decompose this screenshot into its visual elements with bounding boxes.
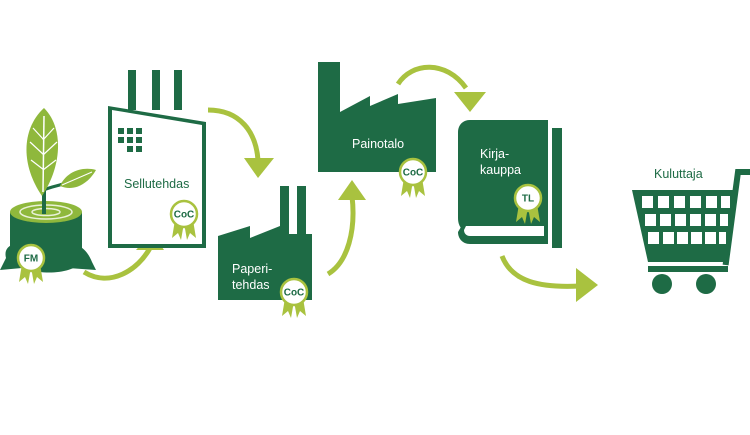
fm-badge-label: FM <box>24 254 38 265</box>
bookstore-label-line2: kauppa <box>480 163 521 177</box>
consumer-stage: Kuluttaja <box>632 167 750 294</box>
fm-badge: FM <box>16 243 46 286</box>
tree-stump-icon <box>0 108 96 273</box>
pulp-mill-label: Sellutehdas <box>124 177 189 191</box>
paper-mill-label-line1: Paperi- <box>232 262 272 276</box>
forest-stage: FM <box>0 108 96 286</box>
paper-mill-stage: Paperi- tehdas CoC <box>218 186 312 320</box>
arrow-paper-to-print <box>326 180 366 277</box>
shopping-cart-icon <box>632 169 750 294</box>
printing-house-stage: Painotalo CoC <box>318 62 436 200</box>
printing-house-label: Painotalo <box>352 137 404 151</box>
coc-badge: CoC <box>279 277 309 320</box>
tl-badge: TL <box>513 183 543 226</box>
bookstore-label-line1: Kirja- <box>480 147 509 161</box>
coc-badge-label: CoC <box>284 288 305 299</box>
factory-icon <box>318 62 436 172</box>
coc-badge: CoC <box>398 157 428 200</box>
paper-mill-label-line2: tehdas <box>232 278 270 292</box>
coc-badge: CoC <box>169 199 199 242</box>
arrow-print-to-book <box>395 64 486 112</box>
book-icon <box>458 120 562 248</box>
consumer-label: Kuluttaja <box>654 167 703 181</box>
coc-badge-label: CoC <box>403 168 424 179</box>
tl-badge-label: TL <box>522 194 534 205</box>
arrow-book-to-consumer <box>499 254 598 302</box>
pulp-mill-stage: Sellutehdas CoC <box>108 70 206 248</box>
arrow-pulp-to-paper <box>207 107 274 178</box>
coc-badge-label: CoC <box>174 210 195 221</box>
bookstore-stage: Kirja- kauppa TL <box>458 120 562 248</box>
